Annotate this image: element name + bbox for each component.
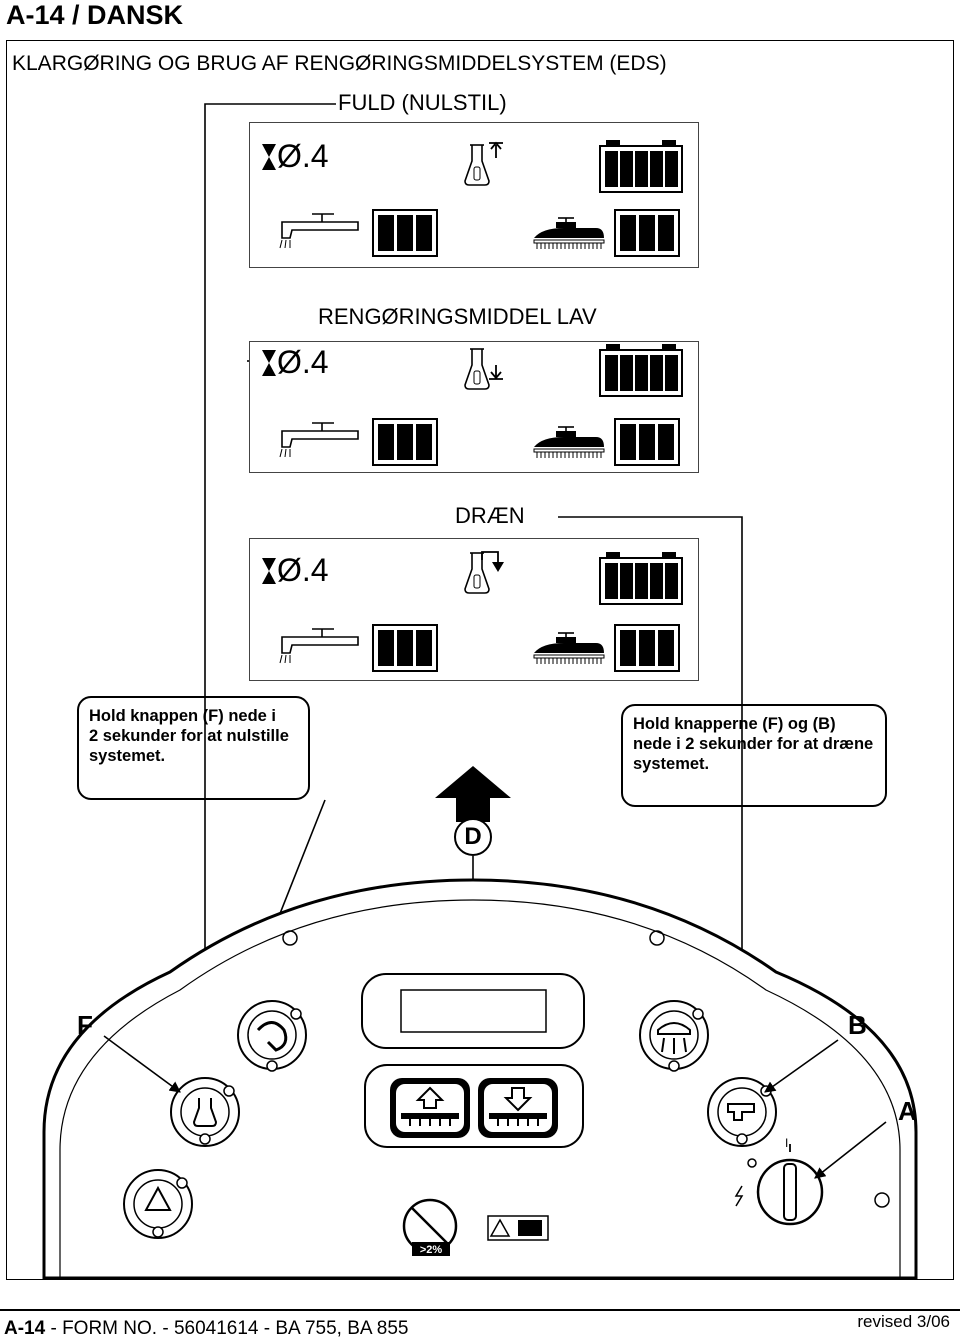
leader-f [103, 1035, 181, 1093]
brush-level-bars [614, 209, 680, 257]
brush-down-icon [503, 1087, 533, 1112]
leader-drain [558, 516, 748, 1067]
callout-line: 2 sekunder for at nulstille [89, 727, 289, 745]
up-arrow-d [435, 766, 511, 822]
detergent-bottle-icon [464, 144, 490, 186]
battery-icon [599, 343, 683, 397]
state-label-full: FULD (NULSTIL) [338, 90, 507, 115]
lcd-time-drain: Ø.4 [261, 552, 329, 589]
page-header: A-14 / DANSK [6, 0, 184, 30]
footer-form-number: A-14 - FORM NO. - 56041614 - BA 755, BA … [4, 1318, 408, 1340]
time-readout: Ø.4 [277, 552, 329, 588]
footer-page: A-14 [4, 1318, 46, 1339]
hourglass-icon [262, 557, 276, 584]
solution-flow-icon [279, 422, 359, 458]
slope-label: >2% [420, 1244, 443, 1256]
hourglass-icon [262, 349, 276, 376]
detergent-bottle-icon [464, 552, 490, 594]
callout-line: Hold knapperne (F) og (B) [633, 715, 836, 733]
leader-full [199, 103, 336, 1047]
footer-rule [0, 1309, 960, 1311]
callout-line: systemet. [89, 747, 166, 765]
time-readout: Ø.4 [277, 138, 329, 174]
label-f: F [77, 1010, 93, 1040]
leader-a [814, 1121, 887, 1179]
footer-form: - FORM NO. - 56041614 - BA 755, BA 855 [45, 1318, 409, 1339]
leader-b [764, 1039, 839, 1093]
callout-line: nede i 2 sekunder for at dræne [633, 735, 874, 753]
brush-up-icon [415, 1086, 445, 1109]
section-title: KLARGØRING OG BRUG AF RENGØRINGSMIDDELSY… [12, 52, 667, 75]
detergent-button-icon [192, 1098, 218, 1127]
brush-pressure-icon [533, 632, 605, 665]
state-label-drain: DRÆN [455, 503, 525, 528]
solution-flow-icon [279, 628, 359, 664]
callout-line: Hold knappen (F) nede i [89, 707, 277, 725]
key-on-label: I [785, 1136, 789, 1150]
brush-pressure-icon [533, 217, 605, 250]
state-label-low: RENGØRINGSMIDDEL LAV [318, 304, 597, 329]
faucet-icon [727, 1103, 755, 1121]
solution-level-bars [372, 418, 438, 466]
detergent-bottle-icon [464, 348, 490, 390]
footer-revision: revised 3/06 [857, 1312, 950, 1331]
brush-level-bars [614, 418, 680, 466]
lcd-time-full: Ø.4 [261, 138, 329, 175]
solution-level-bars [372, 624, 438, 672]
brush-pressure-icon [533, 426, 605, 459]
callout-reset: Hold knappen (F) nede i 2 sekunder for a… [77, 696, 310, 800]
hourglass-icon [262, 143, 276, 170]
vacuum-hose-icon [256, 1021, 288, 1052]
battery-icon [599, 551, 683, 605]
panel-display-screen [400, 989, 547, 1033]
label-b: B [848, 1010, 867, 1040]
callout-line: systemet. [633, 755, 710, 773]
lcd-time-low: Ø.4 [261, 344, 329, 381]
battery-icon [599, 139, 683, 193]
label-d: D [454, 818, 492, 856]
time-readout: Ø.4 [277, 344, 329, 380]
callout-drain: Hold knapperne (F) og (B) nede i 2 sekun… [621, 704, 887, 807]
solution-flow-icon [279, 213, 359, 249]
brush-level-bars [614, 624, 680, 672]
recycle-icon [144, 1185, 172, 1211]
solution-level-bars [372, 209, 438, 257]
spray-icon [661, 1037, 687, 1054]
label-a: A [898, 1096, 917, 1126]
